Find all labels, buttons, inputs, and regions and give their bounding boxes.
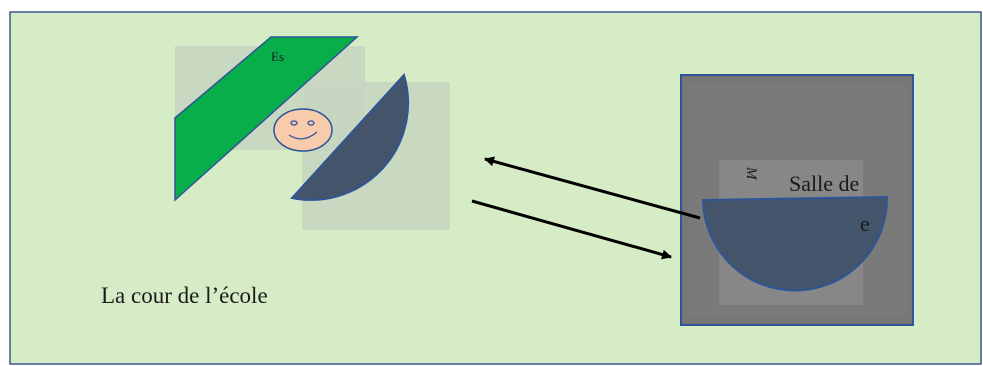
room-letter: M (743, 167, 759, 180)
stair-label: Es (271, 49, 284, 64)
smiley-face-icon (273, 108, 333, 152)
room-label: Salle de (789, 171, 860, 196)
stair-shape (174, 36, 359, 202)
courtyard-label: La cour de l’école (101, 283, 268, 308)
room-label-fragment: e (860, 211, 870, 236)
top-strip (0, 0, 983, 6)
arrow-to-room (471, 199, 672, 260)
half-disc-shape (290, 73, 410, 201)
arrow-to-courtyard (484, 156, 701, 220)
room-half-disc-shape (701, 195, 889, 292)
